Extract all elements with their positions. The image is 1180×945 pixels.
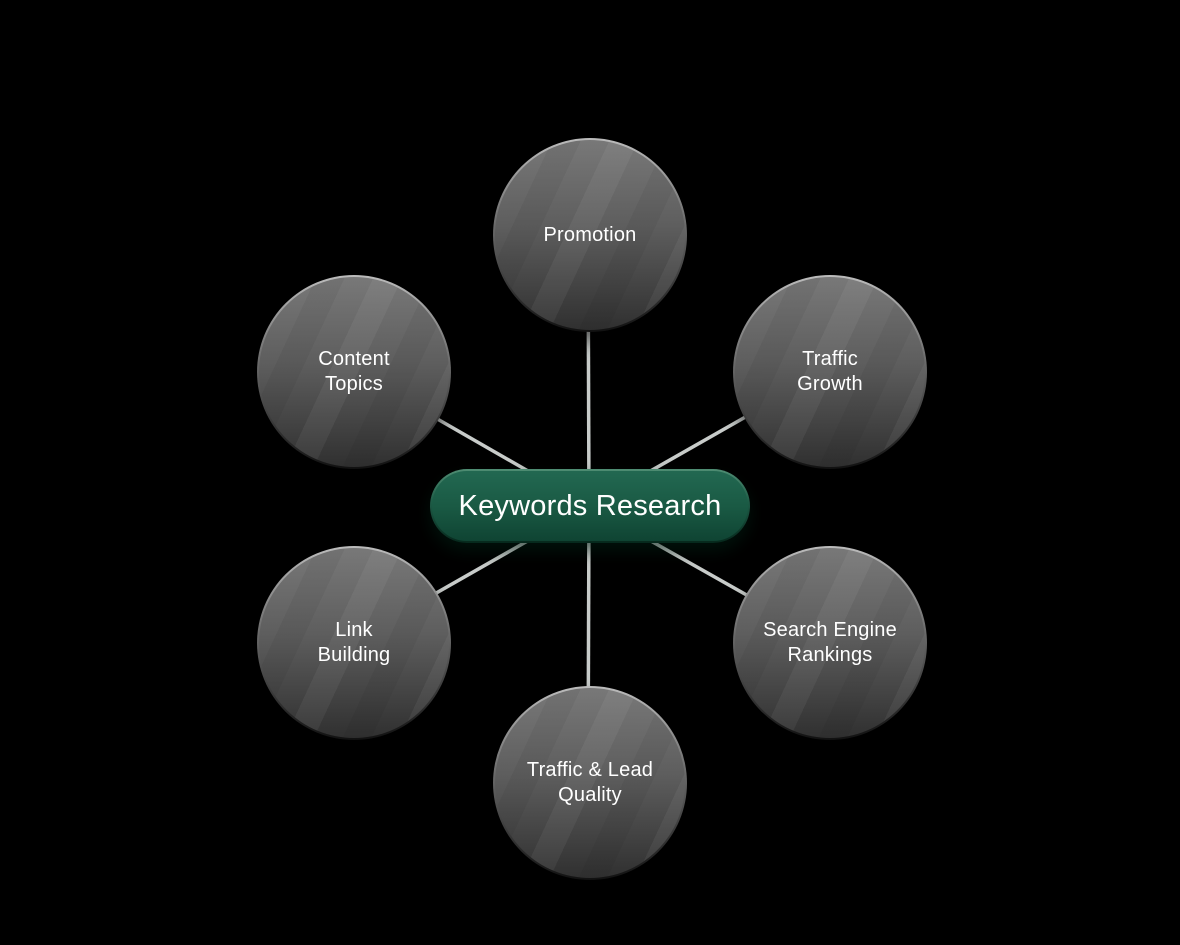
node-content-topics: Content Topics	[257, 275, 451, 469]
node-label-line: Quality	[558, 784, 622, 806]
node-label-line: Promotion	[543, 223, 637, 246]
center-node-keywords-research: Keywords Research	[430, 469, 750, 543]
node-label-line: Search Engine	[763, 619, 897, 641]
node-traffic-lead-quality: Traffic & Lead Quality	[493, 686, 687, 880]
node-label-line: Building	[317, 644, 391, 666]
node-label-line: Rankings	[787, 644, 873, 666]
node-label-line: Topics	[325, 373, 383, 395]
center-node-label: Keywords Research	[458, 489, 722, 522]
node-link-building: Link Building	[257, 546, 451, 740]
node-label-line: Traffic & Lead	[526, 759, 654, 781]
node-search-engine-rankings: Search Engine Rankings	[733, 546, 927, 740]
node-label-line: Growth	[797, 373, 863, 395]
node-traffic-growth: Traffic Growth	[733, 275, 927, 469]
node-label-line: Content	[318, 348, 390, 370]
node-promotion: Promotion	[493, 138, 687, 332]
node-label-line: Link	[335, 619, 373, 641]
node-label-line: Traffic	[802, 348, 858, 370]
